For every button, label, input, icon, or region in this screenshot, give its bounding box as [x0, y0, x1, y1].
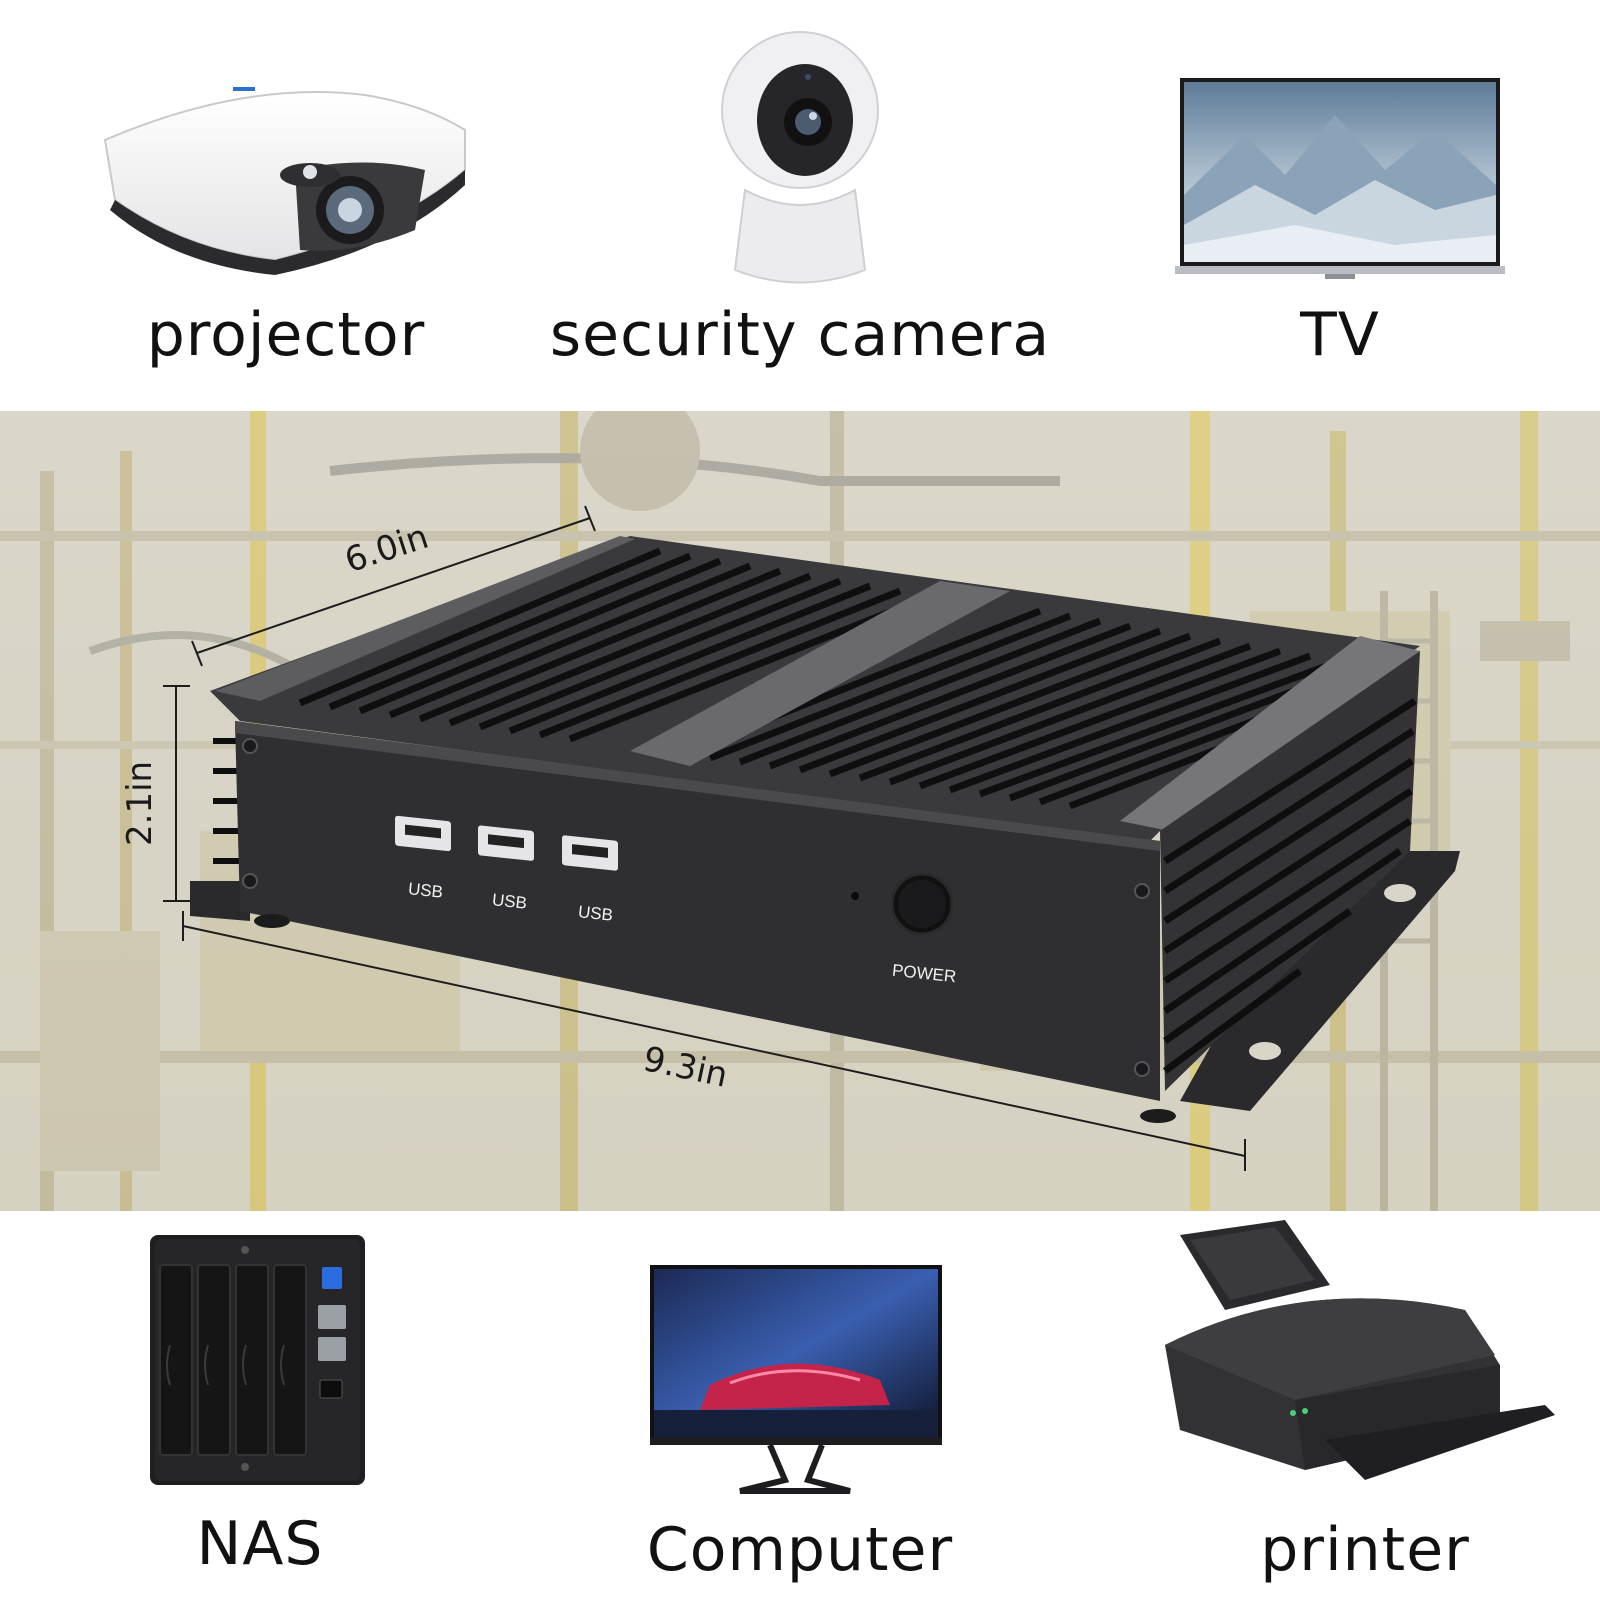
security-camera-icon — [721, 31, 879, 284]
projector-icon — [103, 87, 466, 275]
caption-security-camera: security camera — [549, 300, 1051, 370]
caption-projector: projector — [146, 300, 426, 370]
nas-image — [150, 1225, 370, 1495]
nas-icon — [150, 1235, 365, 1485]
printer-image — [1155, 1215, 1565, 1500]
usb-label-1: USB — [407, 879, 444, 902]
caption-computer: Computer — [646, 1515, 954, 1585]
factory-scene-icon — [0, 411, 1600, 1211]
printer-icon — [1165, 1220, 1555, 1480]
dimension-lines — [163, 505, 1246, 1171]
caption-nas: NAS — [196, 1509, 324, 1579]
usb-label-3: USB — [577, 902, 614, 925]
dimension-height-label: 2.1in — [120, 760, 160, 846]
caption-tv: TV — [1300, 300, 1380, 370]
factory-background: 6.0in 2.1in 9.3in USB USB USB POWER — [0, 411, 1600, 1211]
computer-image — [650, 1265, 945, 1495]
usb-port-icon — [478, 825, 534, 861]
usb-port-icon — [562, 835, 618, 871]
security-camera-image — [715, 25, 885, 285]
tv-icon — [1175, 78, 1505, 279]
usb-label-2: USB — [491, 890, 528, 913]
mini-pc-chassis — [190, 536, 1460, 1123]
power-button-icon — [890, 872, 954, 936]
tv-image — [1175, 75, 1505, 285]
computer-icon — [650, 1265, 942, 1494]
usb-port-icon — [395, 815, 451, 852]
projector-image — [95, 60, 475, 280]
caption-printer: printer — [1260, 1515, 1470, 1585]
